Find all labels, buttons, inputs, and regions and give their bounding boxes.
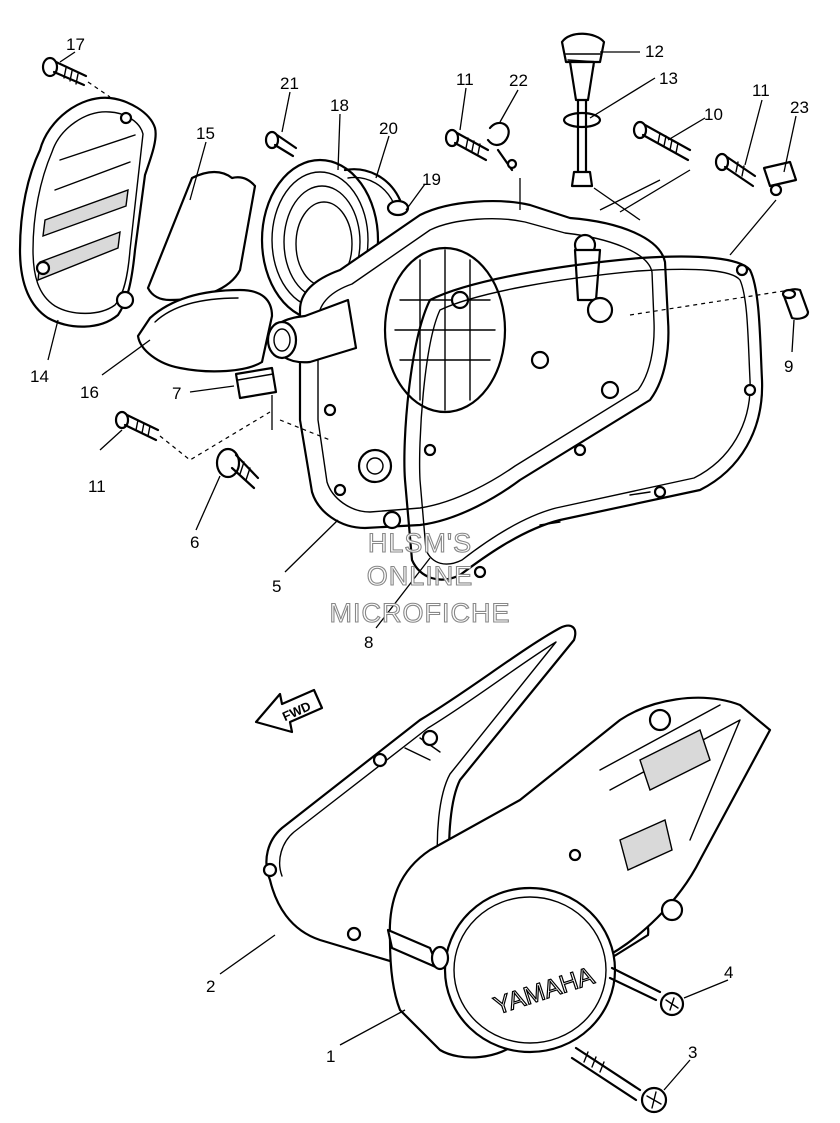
callout-9: 9 <box>784 357 793 376</box>
callout-7: 7 <box>172 384 181 403</box>
callout-16: 16 <box>80 383 99 402</box>
callout-11-left: 11 <box>88 477 106 496</box>
watermark: HLSM'S ONLINE MICROFICHE <box>329 527 511 628</box>
part-8-gasket <box>403 255 764 581</box>
callout-2: 2 <box>206 977 215 996</box>
callout-21: 21 <box>280 74 299 93</box>
callout-1: 1 <box>326 1047 335 1066</box>
callout-14: 14 <box>30 367 49 386</box>
part-17-bolt <box>41 56 111 98</box>
part-12-dipstick-cap <box>560 32 606 102</box>
callout-5: 5 <box>272 577 281 596</box>
part-23-clamp <box>762 160 798 197</box>
part-3-screw <box>570 1046 668 1114</box>
callout-8: 8 <box>364 633 373 652</box>
callout-11-top-left: 11 <box>456 70 474 89</box>
part-19-washer <box>386 199 410 217</box>
callout-13: 13 <box>659 69 678 88</box>
part-1-magneto-cover: YAMAHA <box>386 696 772 1059</box>
callout-10: 10 <box>704 105 723 124</box>
watermark-line-2: ONLINE <box>367 561 474 591</box>
part-10-bolt <box>632 120 692 162</box>
leader-lines <box>47 51 797 1091</box>
part-11-bolt-a <box>444 128 490 162</box>
part-16-gasket <box>136 288 274 373</box>
callout-20: 20 <box>379 119 398 138</box>
callout-12: 12 <box>645 42 664 61</box>
part-11-bolt-c <box>114 410 271 461</box>
part-5-crankcase-cover <box>266 200 670 530</box>
assembly-lines <box>271 169 791 441</box>
watermark-line-3: MICROFICHE <box>330 598 511 628</box>
callout-4: 4 <box>724 963 733 982</box>
callout-23: 23 <box>790 98 809 117</box>
part-4-screw <box>608 966 685 1017</box>
part-21-bolt <box>264 130 298 158</box>
part-7-pad <box>234 366 278 400</box>
part-13-oring <box>562 98 602 188</box>
callout-17: 17 <box>66 35 85 54</box>
callout-15: 15 <box>196 124 215 143</box>
part-14-cover <box>18 96 157 328</box>
callout-6: 6 <box>190 533 199 552</box>
callout-11-top-right: 11 <box>752 81 770 100</box>
callout-18: 18 <box>330 96 349 115</box>
part-11-bolt-b <box>714 152 757 188</box>
callout-22: 22 <box>509 71 528 90</box>
callout-19: 19 <box>422 170 441 189</box>
callout-3: 3 <box>688 1043 697 1062</box>
watermark-line-1: HLSM'S <box>368 528 472 558</box>
part-6-plug <box>215 447 260 490</box>
callout-numbers: 17 21 18 15 20 19 11 22 12 13 10 11 23 1… <box>30 35 809 1066</box>
part-9-bushing <box>781 288 810 320</box>
part-15-plate <box>146 170 257 302</box>
forward-arrow: FWD <box>254 688 324 734</box>
part-22-clip <box>486 121 518 172</box>
